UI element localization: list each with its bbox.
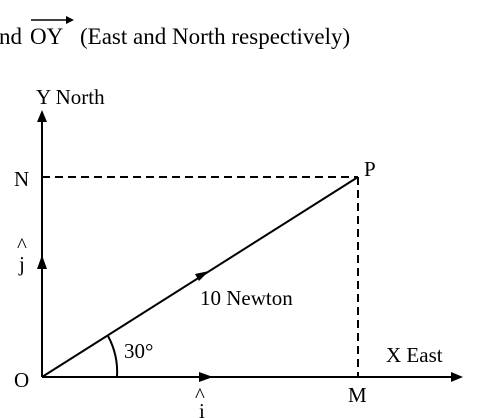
origin-label: O: [14, 368, 29, 392]
unit-vector-j-label: j: [18, 252, 25, 276]
y-axis: [37, 110, 47, 377]
angle-arc: [107, 335, 119, 378]
point-n-label: N: [14, 167, 29, 191]
force-label: 10 Newton: [200, 286, 293, 310]
svg-text:OY: OY: [30, 24, 64, 49]
point-m-label: M: [348, 383, 367, 407]
unit-vector-i-hat: ^: [195, 383, 205, 407]
x-axis-label: X East: [386, 343, 443, 367]
unit-vector-i-arrowhead: [199, 372, 213, 382]
x-axis: [42, 372, 463, 382]
caption-prefix: nd: [0, 24, 23, 49]
unit-vector-i-label: i: [199, 399, 205, 418]
vector-op-arrowhead: [195, 271, 209, 281]
caption-vector: OY: [30, 16, 74, 49]
angle-label: 30°: [124, 339, 153, 363]
unit-vector-j-arrowhead: [37, 255, 47, 269]
unit-vector-j-hat: ^: [17, 233, 27, 257]
caption-suffix: (East and North respectively): [80, 24, 350, 49]
y-axis-label: Y North: [36, 85, 105, 109]
point-p-label: P: [364, 157, 376, 181]
